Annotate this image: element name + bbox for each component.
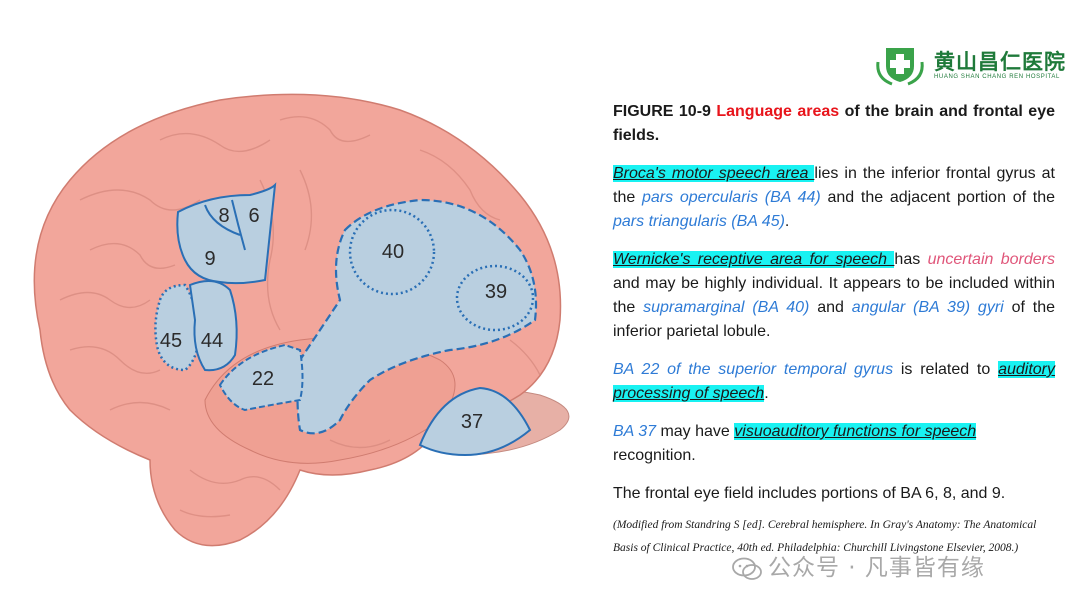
wernicke-ba40: supramarginal (BA 40) [643,299,809,316]
broca-text-2: and the adjacent portion of the [821,189,1055,206]
ba37-paragraph: BA 37 may have visuoauditory functions f… [613,420,1055,468]
description-panel: FIGURE 10-9 Language areas of the brain … [613,100,1055,574]
broca-ba45: pars triangularis (BA 45) [613,213,785,230]
label-ba8: 8 [218,205,229,227]
figure-caption: FIGURE 10-9 Language areas of the brain … [613,100,1055,148]
label-ba45: 45 [160,330,182,352]
broca-text-3: . [785,213,789,230]
broca-ba44: pars opercularis (BA 44) [642,189,821,206]
label-ba6: 6 [248,205,259,227]
ba37-text-1: may have [656,423,734,440]
hospital-logo: 黄山昌仁医院 HUANG SHAN CHANG REN HOSPITAL [872,42,1072,88]
watermark: 公众号 · 凡事皆有缘 [732,548,985,582]
label-ba44: 44 [201,330,223,352]
ba37-label: BA 37 [613,423,656,440]
label-ba9: 9 [204,248,215,270]
eye-field-note: The frontal eye field includes portions … [613,482,1055,506]
watermark-text: 公众号 · 凡事皆有缘 [768,555,985,581]
hospital-name: 黄山昌仁医院 [934,46,1066,76]
brain-illustration: 8 6 9 45 44 22 40 39 37 [0,0,600,608]
ba22-paragraph: BA 22 of the superior temporal gyrus is … [613,358,1055,406]
label-ba39: 39 [485,281,507,303]
label-ba22: 22 [252,368,274,390]
wernicke-ba39: angular (BA 39) gyri [852,299,1004,316]
wernicke-uncertain: uncertain borders [928,251,1055,268]
caption-highlight: Language areas [716,103,839,120]
hospital-emblem-icon [872,42,928,88]
ba22-text-2: . [764,385,768,402]
ba22-label: BA 22 of the superior temporal gyrus [613,361,893,378]
wernicke-term: Wernicke's receptive area for speech [613,251,894,268]
label-ba37: 37 [461,411,483,433]
broca-paragraph: Broca's motor speech area lies in the in… [613,162,1055,234]
ba37-text-2: recognition. [613,447,696,464]
ba22-text-1: is related to [893,361,998,378]
wernicke-paragraph: Wernicke's receptive area for speech has… [613,248,1055,344]
label-ba40: 40 [382,241,404,263]
ba37-term: visuoauditory functions for speech [734,423,976,440]
broca-term: Broca's motor speech area [613,165,814,182]
wernicke-text-1: has [894,251,927,268]
hospital-subtitle: HUANG SHAN CHANG REN HOSPITAL [934,74,1060,80]
wechat-icon [732,557,762,581]
wernicke-text-3: and [809,299,851,316]
caption-prefix: FIGURE 10-9 [613,103,716,120]
